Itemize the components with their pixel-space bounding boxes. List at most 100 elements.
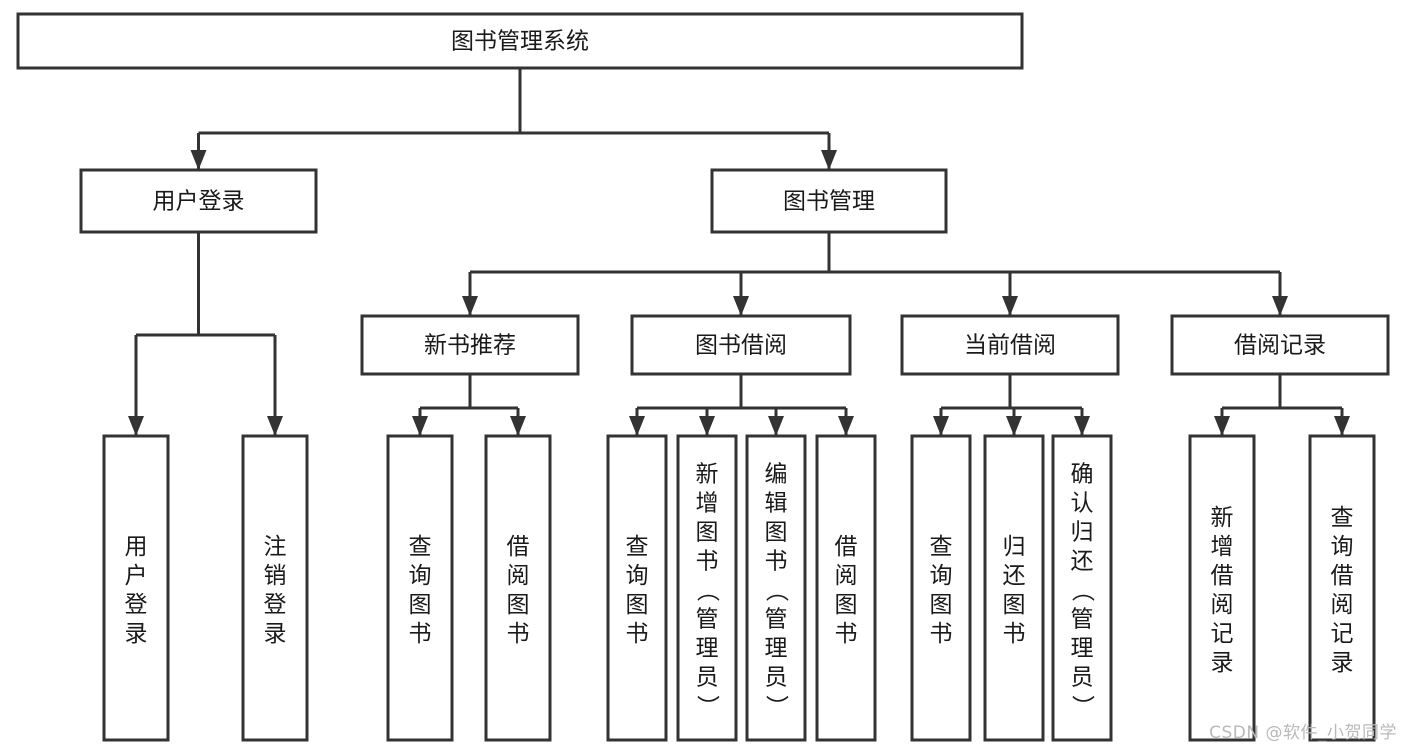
node-label-char: 阅 xyxy=(507,563,530,589)
arrow-head-icon xyxy=(629,416,645,436)
node-label-char: 查 xyxy=(626,534,649,560)
node-book-borrow[interactable]: 图书借阅 xyxy=(630,314,852,376)
node-root[interactable]: 图书管理系统 xyxy=(16,12,1024,70)
node-box-book-manage xyxy=(710,168,948,234)
node-box-leaf-return-book xyxy=(983,434,1045,742)
node-label-char: 还 xyxy=(1003,563,1026,589)
node-box-borrow-record xyxy=(1170,314,1390,376)
node-label-borrow-record: 借阅记录 xyxy=(1234,333,1326,359)
node-box-leaf-edit-book xyxy=(745,434,807,742)
node-box-leaf-query-book-rec xyxy=(386,434,454,742)
node-label-char: 归 xyxy=(1071,519,1094,545)
node-box-leaf-query-book-bor xyxy=(606,434,668,742)
node-label-char: 增 xyxy=(696,490,719,516)
node-box-leaf-add-book xyxy=(676,434,738,742)
node-label-char: 阅 xyxy=(1211,592,1234,618)
node-label-root: 图书管理系统 xyxy=(451,29,589,55)
node-box-leaf-logout xyxy=(241,434,309,742)
node-label-char: 图 xyxy=(835,592,858,618)
arrow-head-icon xyxy=(768,416,784,436)
node-label-char: 记 xyxy=(1331,621,1354,647)
node-label-char: 书 xyxy=(765,548,788,574)
node-label-char: 管 xyxy=(765,606,788,632)
node-label-char: 借 xyxy=(507,534,530,560)
node-box-book-borrow xyxy=(630,314,852,376)
node-label-char: 书 xyxy=(835,621,858,647)
node-label-char: 增 xyxy=(1211,534,1234,560)
arrow-head-icon xyxy=(412,416,428,436)
node-label-user-login: 用户登录 xyxy=(153,189,245,215)
node-label-char: 认 xyxy=(1071,490,1094,516)
node-label-char: 查 xyxy=(1331,505,1354,531)
node-label-char: 书 xyxy=(930,621,953,647)
node-box-leaf-user-login xyxy=(102,434,170,742)
node-label-char: 借 xyxy=(1331,563,1354,589)
node-label-char: 查 xyxy=(409,534,432,560)
node-label-char: ） xyxy=(1069,695,1095,718)
node-book-manage[interactable]: 图书管理 xyxy=(710,168,948,234)
node-box-new-book-recommend xyxy=(360,314,580,376)
node-label-char: （ xyxy=(694,579,720,602)
node-label-char: 员 xyxy=(1071,664,1094,690)
arrow-head-icon xyxy=(933,416,949,436)
node-label-char: 登 xyxy=(264,592,287,618)
node-label-char: 图 xyxy=(765,519,788,545)
node-label-char: 理 xyxy=(1071,635,1094,661)
node-label-char: 理 xyxy=(696,635,719,661)
arrow-head-icon xyxy=(1006,416,1022,436)
arrow-head-icon xyxy=(733,296,749,316)
node-label-char: 确 xyxy=(1071,461,1094,487)
node-label-char: 户 xyxy=(125,563,148,589)
arrow-head-icon xyxy=(1334,416,1350,436)
node-new-book-recommend[interactable]: 新书推荐 xyxy=(360,314,580,376)
node-label-new-book-recommend: 新书推荐 xyxy=(424,333,516,359)
node-box-current-borrow xyxy=(900,314,1120,376)
node-box-leaf-query-book-cur xyxy=(910,434,972,742)
node-label-char: 询 xyxy=(930,563,953,589)
node-label-char: 书 xyxy=(507,621,530,647)
node-leaf-user-login[interactable]: 用户登录 xyxy=(102,434,170,742)
node-current-borrow[interactable]: 当前借阅 xyxy=(900,314,1120,376)
node-label-char: 新 xyxy=(1211,505,1234,531)
node-label-char: 阅 xyxy=(1331,592,1354,618)
arrow-head-icon xyxy=(699,416,715,436)
node-label-char: ） xyxy=(763,695,789,718)
node-label-char: 理 xyxy=(765,635,788,661)
node-label-char: 登 xyxy=(125,592,148,618)
node-label-char: 借 xyxy=(1211,563,1234,589)
arrow-head-icon xyxy=(462,296,478,316)
node-label-char: 图 xyxy=(507,592,530,618)
arrow-head-icon xyxy=(190,150,207,170)
node-box-leaf-borrow-book-rec xyxy=(484,434,552,742)
node-label-char: 书 xyxy=(1003,621,1026,647)
node-label-char: 图 xyxy=(409,592,432,618)
node-borrow-record[interactable]: 借阅记录 xyxy=(1170,314,1390,376)
node-label-char: 录 xyxy=(1331,650,1354,676)
node-label-book-manage: 图书管理 xyxy=(783,189,875,215)
arrow-head-icon xyxy=(1214,416,1230,436)
arrow-head-icon xyxy=(267,416,283,436)
node-label-char: 借 xyxy=(835,534,858,560)
node-label-char: 用 xyxy=(125,534,148,560)
node-label-char: 书 xyxy=(696,548,719,574)
node-label-char: 销 xyxy=(264,563,287,589)
node-label-book-borrow: 图书借阅 xyxy=(695,333,787,359)
node-label-char: 图 xyxy=(626,592,649,618)
node-label-char: 管 xyxy=(1071,606,1094,632)
connector-edges-layer xyxy=(128,68,1350,436)
node-user-login[interactable]: 用户登录 xyxy=(79,168,318,234)
node-label-char: 编 xyxy=(765,461,788,487)
